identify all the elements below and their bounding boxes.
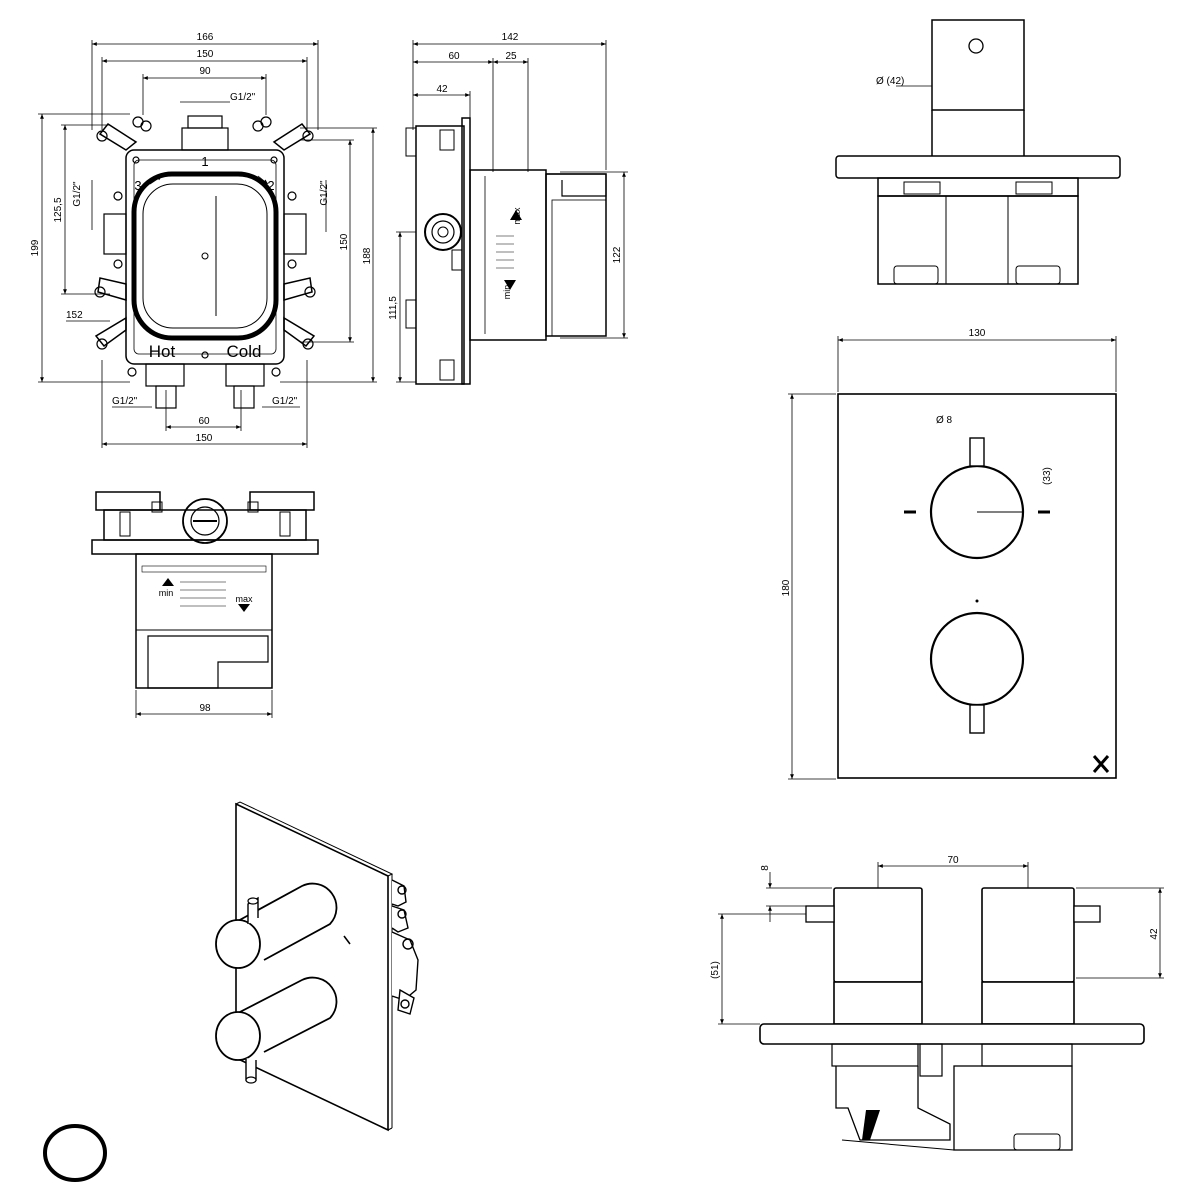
assembled-view-text: 70 8 42 (51) xyxy=(710,855,1160,979)
dim-42-side: 42 xyxy=(436,84,448,95)
dim-25: 25 xyxy=(505,51,517,62)
side-view xyxy=(396,40,628,385)
cold-label: Cold xyxy=(227,342,262,361)
side-view-text: 142 60 25 42 122 111,5 min max xyxy=(388,32,623,320)
min-arrow-icon xyxy=(504,280,516,290)
dim-98: 98 xyxy=(199,703,211,714)
dim-125-5: 125,5 xyxy=(53,197,64,222)
outlet-number-2: 2 xyxy=(267,178,274,193)
plate-view xyxy=(788,336,1117,780)
side-housing xyxy=(405,117,607,385)
dim-60: 60 xyxy=(198,416,210,427)
min-mark-top: min xyxy=(159,588,174,598)
dim-199: 199 xyxy=(30,239,41,256)
dim-122: 122 xyxy=(612,246,623,263)
thread-top: G1/2" xyxy=(230,92,256,103)
hot-label: Hot xyxy=(149,342,176,361)
side-dimension-lines xyxy=(396,40,628,383)
top-view-text: min max 98 xyxy=(159,588,253,714)
dim-150-vertical: 150 xyxy=(339,233,350,250)
thread-left: G1/2" xyxy=(72,181,83,207)
front-view-text: 166 150 90 G1/2" 199 125,5 G1/2" G1/2" 1… xyxy=(30,32,373,444)
top-label-lines xyxy=(180,581,226,607)
round-shape-icon xyxy=(43,1124,107,1182)
top-housing xyxy=(91,491,319,689)
max-mark-top: max xyxy=(235,594,253,604)
assembled-dimension-lines xyxy=(718,862,1164,1025)
screw-holes xyxy=(94,116,316,377)
iso-view xyxy=(215,801,419,1132)
dim-42-assembled: 42 xyxy=(1149,928,1160,940)
dim-8: 8 xyxy=(760,865,771,871)
iso-bottom-handle xyxy=(215,976,338,1084)
thread-right: G1/2" xyxy=(319,180,330,206)
iso-rear-body xyxy=(391,879,419,1015)
dim-90: 90 xyxy=(199,66,211,77)
front-dimension-lines xyxy=(38,40,377,448)
qr-mark-icon xyxy=(862,1110,880,1140)
dim-111-5: 111,5 xyxy=(388,296,399,320)
brand-logo-icon xyxy=(1092,755,1110,773)
dim-166: 166 xyxy=(197,32,214,43)
dim-130: 130 xyxy=(969,328,986,339)
outlet-number-1: 1 xyxy=(201,154,208,169)
top-view xyxy=(91,491,319,718)
top-dimension-lines xyxy=(135,690,273,718)
dim-150-top: 150 xyxy=(197,49,214,60)
handle-view xyxy=(835,19,1121,285)
thread-bottom-right: G1/2" xyxy=(272,396,298,407)
max-arrow-icon xyxy=(510,210,522,220)
min-arrow-icon xyxy=(162,578,174,586)
max-mark: max xyxy=(512,207,522,225)
dim-70: 70 xyxy=(947,855,959,866)
outlet-number-3: 3 xyxy=(134,178,141,193)
dim-180: 180 xyxy=(781,579,792,596)
plate-body xyxy=(837,393,1117,779)
dim-150-bottom: 150 xyxy=(196,433,213,444)
min-mark: min xyxy=(502,285,512,300)
front-view xyxy=(38,40,377,448)
iso-plate xyxy=(235,801,394,1132)
dim-142: 142 xyxy=(502,32,519,43)
iso-top-handle xyxy=(215,882,338,969)
dim-offset-33: (33) xyxy=(1042,467,1053,485)
dim-152: 152 xyxy=(66,310,83,321)
dim-60-side: 60 xyxy=(448,51,460,62)
dim-51: (51) xyxy=(710,961,721,979)
assembled-side-view xyxy=(718,862,1164,1151)
thread-bottom-left: G1/2" xyxy=(112,396,138,407)
dim-diameter-42: Ø (42) xyxy=(876,76,904,87)
side-label-lines xyxy=(496,235,514,269)
dim-188: 188 xyxy=(362,247,373,264)
plate-view-text: 130 180 Ø 8 (33) xyxy=(781,328,1053,596)
assembled-body xyxy=(759,887,1145,1151)
rough-in-housing xyxy=(94,115,316,409)
max-arrow-icon xyxy=(238,604,250,612)
handle-body xyxy=(835,19,1121,285)
dim-pin-diameter: Ø 8 xyxy=(936,415,953,426)
